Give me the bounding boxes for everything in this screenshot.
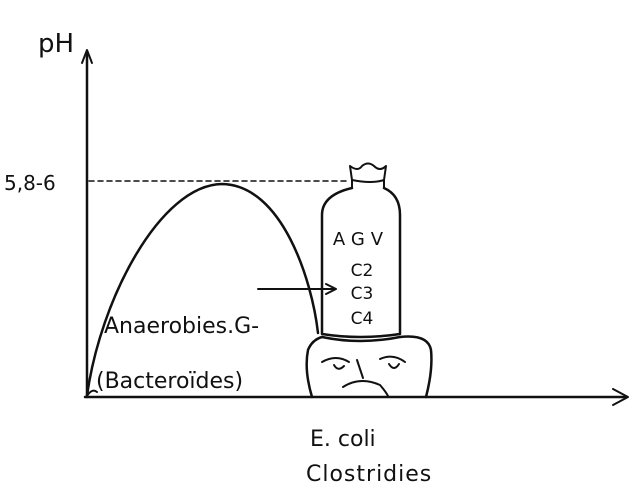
bottle-item-c4: C4 [351, 309, 374, 329]
bottom-label-clostridies: Clostridies [306, 462, 432, 487]
y-axis-label: pH [38, 29, 74, 59]
creature-left-eye [334, 365, 344, 369]
creature-right-eye [389, 364, 399, 368]
creature-nose [357, 360, 363, 378]
creature-right-brow [380, 357, 405, 362]
bottle-cap [350, 164, 386, 183]
bottom-label-ecoli: E. coli [310, 427, 376, 452]
bottle-item-c2: C2 [351, 261, 374, 281]
creature-mouth [343, 381, 388, 396]
creature-outline [307, 337, 432, 397]
y-tick-label: 5,8-6 [4, 171, 56, 195]
curve-label-line1: Anaerobies.G- [104, 314, 259, 339]
bottle-item-c3: C3 [351, 284, 374, 304]
creature-left-brow [322, 358, 349, 362]
grumpy-face-creature [307, 337, 432, 397]
bottle-title: AGV [333, 229, 389, 250]
curve-label-line2: (Bacteroïdes) [96, 369, 243, 394]
